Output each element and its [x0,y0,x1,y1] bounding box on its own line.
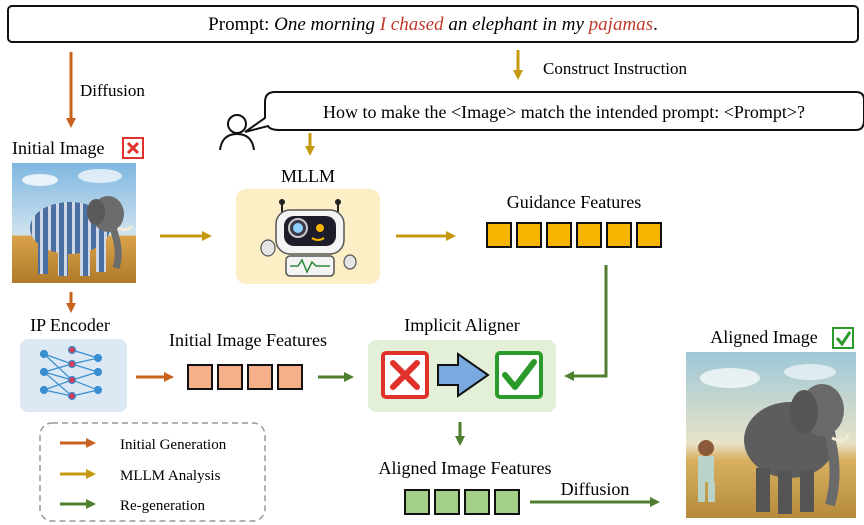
arrow-right-icon [437,352,490,398]
aligned-feature-block [464,489,490,515]
prompt-end: . [653,14,658,35]
initial-feature-block [277,364,303,390]
aligned-feature-block [494,489,520,515]
guidance-block [636,222,662,248]
initial-image [12,163,136,283]
guidance-block [516,222,542,248]
check-icon [495,351,543,399]
initial-image-label: Initial Image [12,138,104,158]
check-icon-small [832,327,854,349]
instruction-text: How to make the <Image> match the intend… [323,102,805,122]
prompt-highlight-1: I chased [379,14,444,35]
aligned-image-features-label: Aligned Image Features [379,458,552,478]
initial-feature-block [217,364,243,390]
prompt-part2: an elephant in my [444,14,589,35]
implicit-aligner-label: Implicit Aligner [404,315,519,335]
guidance-block [606,222,632,248]
legend-label-initial: Initial Generation [120,437,227,453]
cross-icon-small [122,137,144,159]
guidance-block [576,222,602,248]
cross-icon [381,351,429,399]
diffusion-label-top: Diffusion [80,81,145,100]
initial-feature-block [247,364,273,390]
initial-feature-blocks [187,364,303,390]
diffusion-label-bottom: Diffusion [561,479,630,499]
aligned-feature-block [434,489,460,515]
aligned-feature-blocks [404,489,520,515]
legend-label-regen: Re-generation [120,498,205,514]
guidance-block [546,222,572,248]
guidance-to-aligner-arrow [564,265,608,381]
prompt-highlight-2: pajamas [587,14,653,35]
ip-encoder-label: IP Encoder [30,315,110,335]
aligned-image-label: Aligned Image [710,327,817,347]
user-icon [219,114,255,151]
mllm-label: MLLM [281,166,335,186]
aligned-feature-block [404,489,430,515]
prompt-label: Prompt: [208,14,269,35]
prompt-box [7,5,859,43]
neural-network-icon [39,345,103,401]
prompt-part1: One morning [274,14,380,35]
initial-image-features-label: Initial Image Features [169,330,327,350]
legend-item-re-generation: Re-generation [60,498,205,514]
guidance-features-label: Guidance Features [507,192,641,212]
legend-label-mllm: MLLM Analysis [120,468,221,484]
initial-feature-block [187,364,213,390]
legend-item-initial-generation: Initial Generation [60,437,227,453]
construct-instruction-label: Construct Instruction [543,59,688,78]
aligned-image [686,352,856,518]
legend-box [39,422,266,522]
prompt-text: Prompt: One morning I chased an elephant… [208,14,658,35]
instruction-bubble [244,91,864,133]
guidance-block [486,222,512,248]
robot-icon [260,199,357,277]
guidance-feature-blocks [486,222,662,248]
legend-item-mllm-analysis: MLLM Analysis [60,468,221,484]
